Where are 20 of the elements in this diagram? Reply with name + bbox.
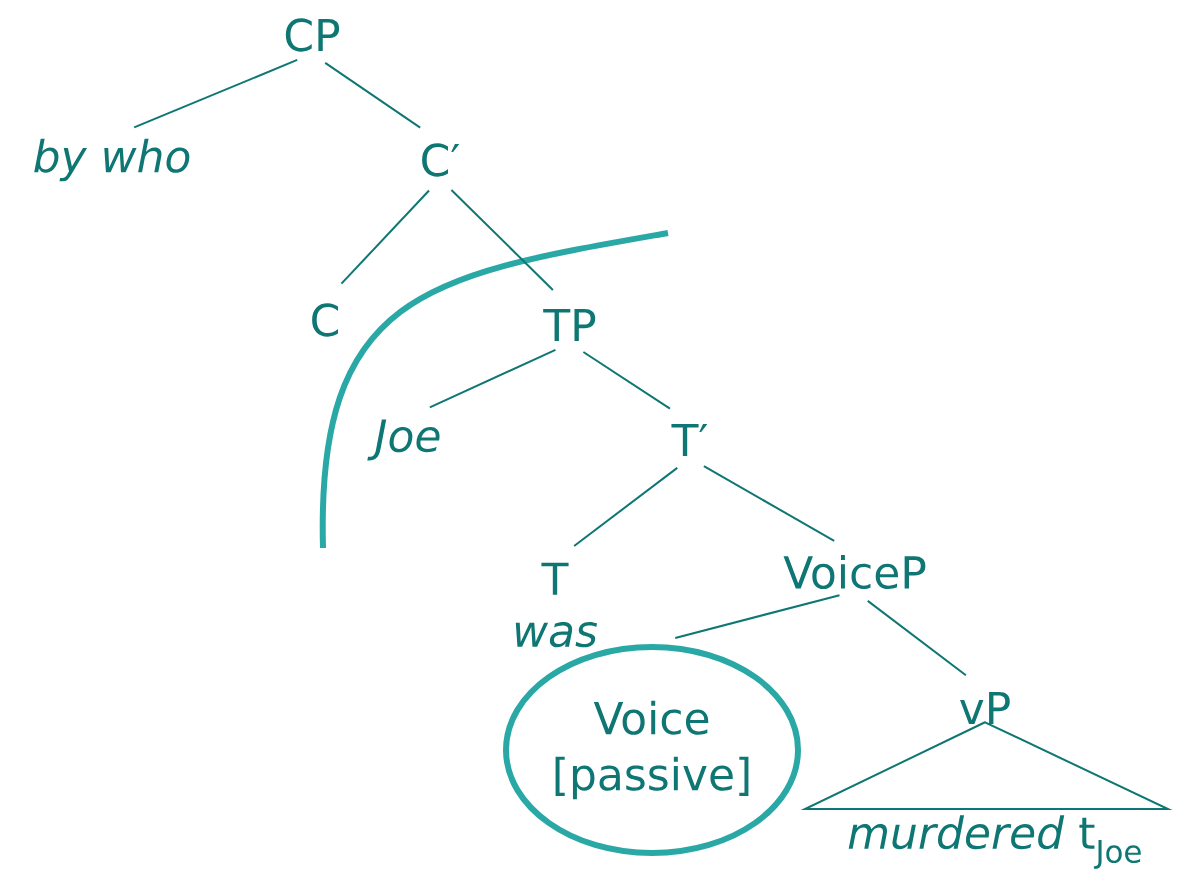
tree-label: VoiceP bbox=[783, 555, 926, 590]
tree-label: Joe bbox=[367, 419, 440, 461]
tree-label: by who bbox=[34, 138, 190, 182]
tree-branch bbox=[324, 61, 422, 129]
tree-label: murdered t$_{Joe}$ bbox=[848, 815, 1141, 869]
tree-branch bbox=[133, 58, 299, 129]
tree-label: T′ bbox=[671, 423, 708, 457]
tree-branch bbox=[340, 189, 431, 285]
tree-branch bbox=[573, 466, 679, 547]
tree-label: CP bbox=[285, 18, 340, 52]
tree-label: TP bbox=[543, 308, 596, 342]
tree-branch bbox=[450, 189, 554, 291]
tree-branch bbox=[702, 465, 836, 542]
tree-label: vP bbox=[960, 691, 1010, 725]
tree-label: C′ bbox=[422, 143, 460, 177]
tree-branch bbox=[582, 351, 671, 410]
tree-branch bbox=[674, 594, 841, 639]
tree-branch bbox=[866, 599, 967, 677]
tree-branch bbox=[428, 348, 557, 409]
tree-label: C bbox=[312, 303, 338, 337]
